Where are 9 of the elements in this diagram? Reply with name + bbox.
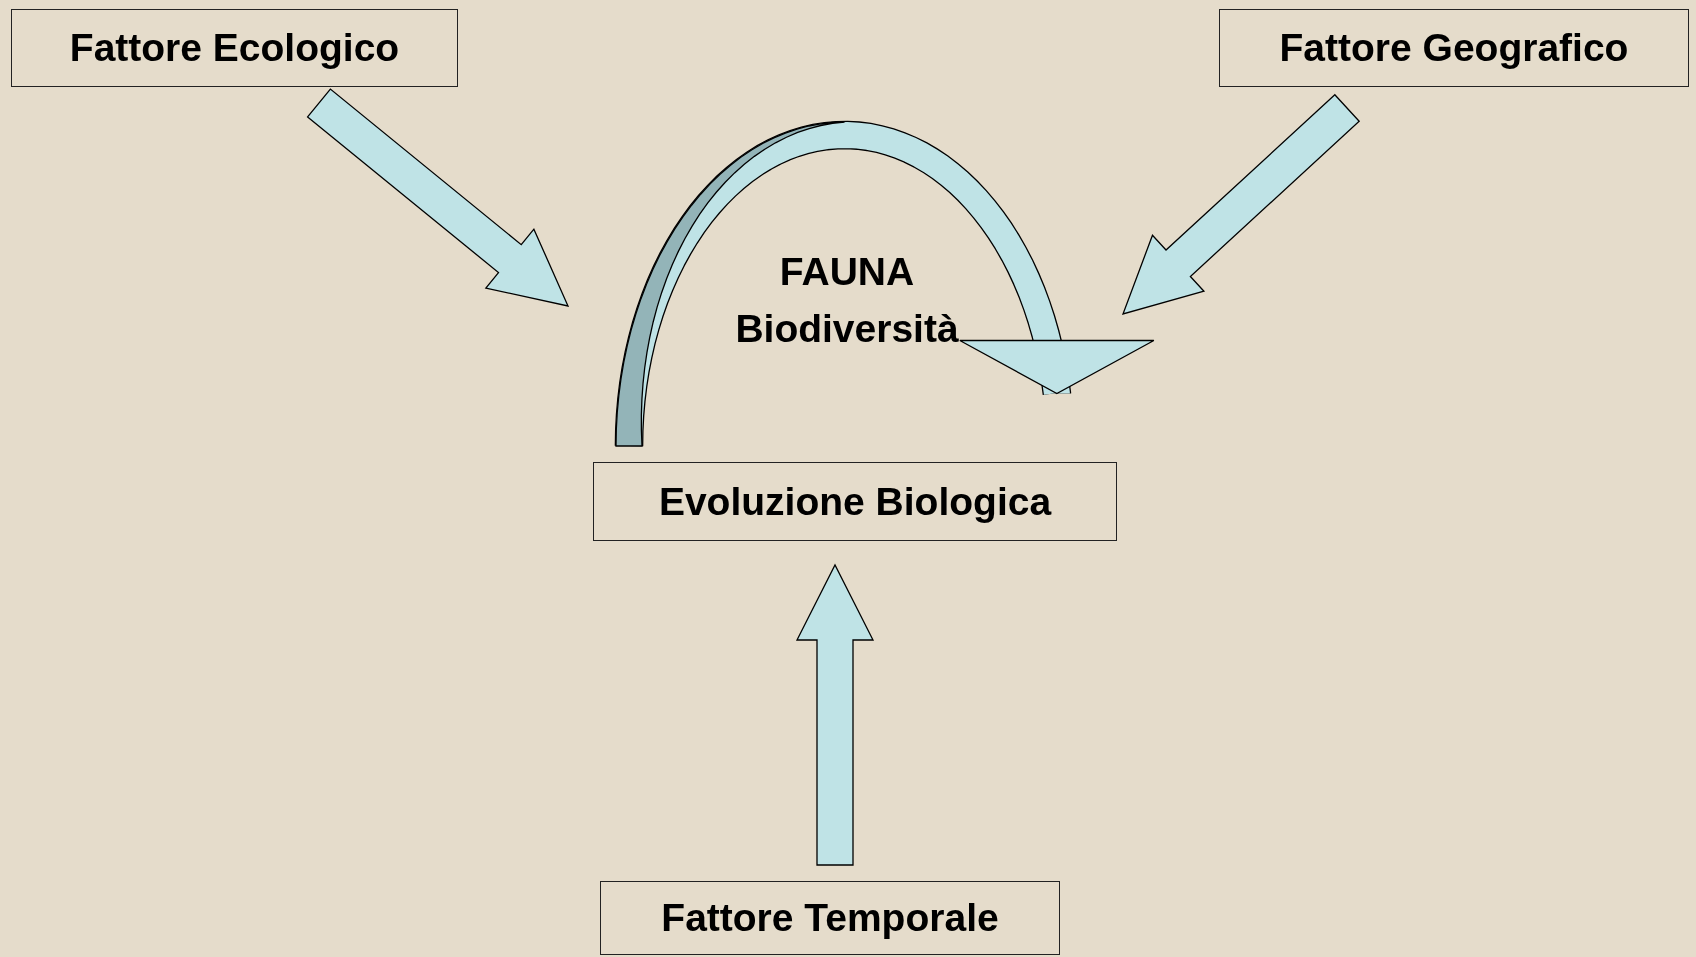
center-label: Biodiversità [735, 307, 959, 351]
block-arrow [306, 88, 570, 307]
text-box: Fattore Temporale [600, 881, 1060, 955]
text-box: Fattore Ecologico [11, 9, 458, 87]
block-arrow [1121, 93, 1361, 315]
text-box: Evoluzione Biologica [593, 462, 1117, 541]
block-arrow [795, 563, 875, 866]
center-label: FAUNA [779, 250, 915, 294]
text-box: Fattore Geografico [1219, 9, 1689, 87]
